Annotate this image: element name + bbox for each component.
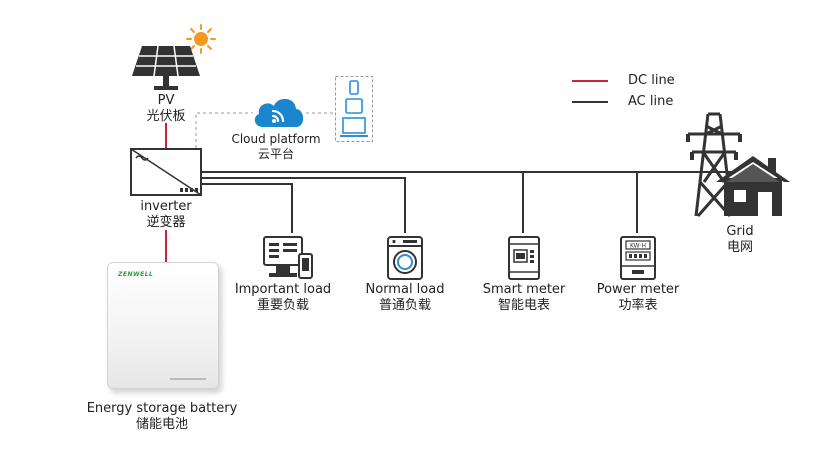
normal-load-label-en: Normal load [365,282,445,297]
smart-meter-label: Smart meter 智能电表 [470,282,578,314]
important-load-label-zh: 重要负载 [256,298,309,313]
cloud-label: Cloud platform 云平台 [214,132,338,162]
normal-load-label-zh: 普通负载 [378,298,431,313]
ac-line-important-load [201,183,293,233]
battery-strip [170,378,206,380]
legend-ac-label: AC line [628,94,674,109]
cloud-icon [251,93,307,129]
ac-line-normal-load [201,177,406,233]
battery-brand: ZENWELL [118,271,154,278]
client-devices-icon [335,76,373,142]
power-meter-display: KW·H [630,243,646,250]
washing-machine-icon [387,236,423,280]
cloud-label-en: Cloud platform [231,132,321,146]
solar-panel-icon [130,45,202,92]
battery-label-en: Energy storage battery [86,401,238,416]
battery-icon: ZENWELL [107,262,219,389]
smart-meter-label-en: Smart meter [482,282,566,297]
cloud-label-zh: 云平台 [257,147,294,161]
inverter-icon [130,148,202,196]
important-load-label: Important load 重要负载 [220,282,346,314]
smart-meter-icon [508,236,540,280]
sun-icon [186,24,216,54]
house-icon [716,156,790,216]
important-load-label-en: Important load [234,282,332,297]
comm-line-inverter-cloud [195,112,253,148]
power-meter-label: Power meter 功率表 [588,282,688,314]
power-meter-label-en: Power meter [596,282,680,297]
normal-load-label: Normal load 普通负载 [352,282,458,314]
power-meter-label-zh: 功率表 [618,298,658,313]
pv-label-zh: 光伏板 [146,109,186,124]
grid-label: Grid 电网 [712,224,768,256]
grid-label-en: Grid [726,224,754,239]
grid-label-zh: 电网 [726,240,753,255]
legend-dc-swatch [572,80,608,82]
legend-dc-label: DC line [628,73,675,88]
pv-label-en: PV [157,93,175,108]
computer-icon [263,236,313,280]
inverter-label-zh: 逆变器 [146,215,186,230]
legend-ac-swatch [572,101,608,103]
battery-label: Energy storage battery 储能电池 [72,401,252,433]
inverter-label-en: inverter [140,199,192,214]
inverter-label: inverter 逆变器 [126,199,206,231]
power-meter-icon: KW·H [620,236,656,280]
battery-label-zh: 储能电池 [135,417,188,432]
pv-label: PV 光伏板 [131,93,201,125]
smart-meter-label-zh: 智能电表 [497,298,550,313]
